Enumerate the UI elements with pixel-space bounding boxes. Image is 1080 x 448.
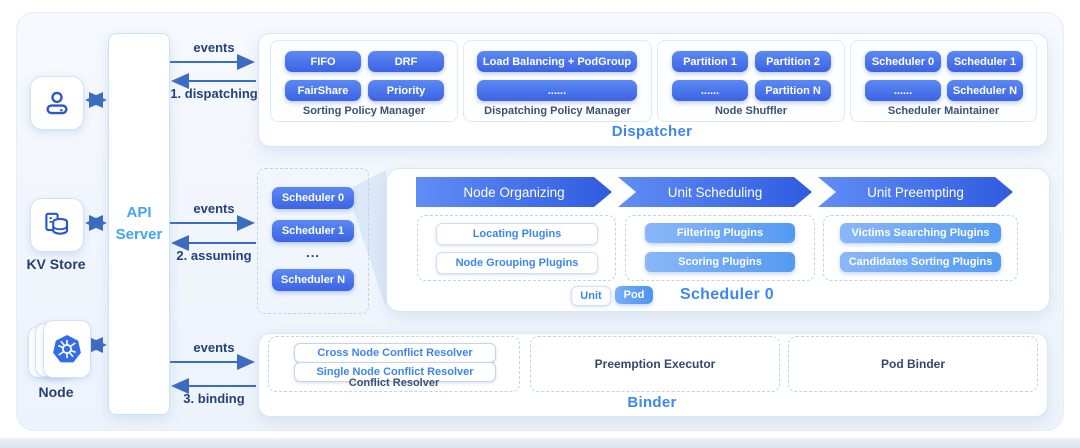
kv-store-actor <box>30 198 84 252</box>
flow-step-1: 1. dispatching <box>170 86 258 101</box>
policy-button: ...... <box>477 80 637 101</box>
scheduler-title: Scheduler 0 <box>679 286 774 303</box>
group-title: Dispatching Policy Manager <box>484 105 631 117</box>
api-server: API Server <box>108 33 170 415</box>
scheduler-list-item: Scheduler 1 <box>272 220 354 242</box>
plugin-pill: Candidates Sorting Plugins <box>840 252 1001 272</box>
partition-button: Partition N <box>755 80 831 101</box>
legend-unit: Unit <box>571 286 611 306</box>
flow-events-2: events <box>193 201 235 216</box>
stage-node-organizing: Node Organizing <box>416 177 612 207</box>
plugin-pill: Victims Searching Plugins <box>840 223 1001 243</box>
scheduler-list-box: Scheduler 0 Scheduler 1 ... Scheduler N <box>257 168 369 314</box>
scheduler-list-ellipsis: ... <box>306 245 320 260</box>
group-title: Scheduler Maintainer <box>887 105 1000 117</box>
pod-binder-box: Pod Binder <box>788 336 1038 392</box>
group-title: Sorting Policy Manager <box>302 105 426 117</box>
binder-title: Binder <box>627 394 677 411</box>
plugin-pill: Locating Plugins <box>436 223 598 245</box>
group-title: Node Shuffler <box>714 105 788 117</box>
conflict-resolver-box: Cross Node Conflict Resolver Single Node… <box>268 336 520 392</box>
flow-events-1: events <box>193 40 235 55</box>
node-label: Node <box>38 384 74 400</box>
node-organizing-plugins-box: Locating Plugins Node Grouping Plugins <box>417 215 616 281</box>
flow-step-2: 2. assuming <box>176 248 252 263</box>
node-stack-card-front <box>43 320 91 378</box>
dispatcher-title: Dispatcher <box>611 123 693 140</box>
stage-unit-preempting: Unit Preempting <box>818 177 1013 207</box>
plugin-pill: Scoring Plugins <box>645 252 795 272</box>
scheduler-button: Scheduler N <box>947 80 1023 101</box>
stage-unit-scheduling: Unit Scheduling <box>618 177 812 207</box>
preemption-executor-box: Preemption Executor <box>530 336 780 392</box>
scheduler-button: Scheduler 0 <box>865 51 941 72</box>
scheduler-button: ...... <box>865 80 941 101</box>
user-actor <box>30 76 84 130</box>
flow-events-3: events <box>193 340 235 355</box>
plugin-pill: Node Grouping Plugins <box>436 252 598 274</box>
conflict-resolver-label: Conflict Resolver <box>348 377 440 389</box>
plugin-pill: Filtering Plugins <box>645 223 795 243</box>
unit-scheduling-plugins-box: Filtering Plugins Scoring Plugins <box>625 215 815 281</box>
user-icon <box>46 91 68 115</box>
dispatching-policy-manager-group: Load Balancing + PodGroup ...... Dispatc… <box>463 40 652 122</box>
unit-preempting-plugins-box: Victims Searching Plugins Candidates Sor… <box>823 215 1018 281</box>
sorting-policy-manager-group: FIFO DRF FairShare Priority Sorting Poli… <box>270 40 458 122</box>
partition-button: Partition 2 <box>755 51 831 72</box>
legend-pod: Pod <box>615 286 653 304</box>
conflict-resolver-button: Single Node Conflict Resolver <box>294 362 496 382</box>
policy-button: DRF <box>368 51 444 72</box>
partition-button: ...... <box>672 80 748 101</box>
policy-button: Load Balancing + PodGroup <box>477 51 637 72</box>
scheduler-button: Scheduler 1 <box>947 51 1023 72</box>
scheduler-list-item: Scheduler N <box>272 269 354 291</box>
kv-store-label: KV Store <box>26 256 86 272</box>
partition-button: Partition 1 <box>672 51 748 72</box>
kubernetes-icon <box>53 335 81 363</box>
policy-button: FIFO <box>285 51 361 72</box>
scheduler-maintainer-group: Scheduler 0 Scheduler 1 ...... Scheduler… <box>850 40 1037 122</box>
bottom-band <box>0 438 1080 448</box>
database-icon <box>45 212 69 235</box>
conflict-resolver-button: Cross Node Conflict Resolver <box>294 343 496 363</box>
policy-button: FairShare <box>285 80 361 101</box>
scheduler-list-item: Scheduler 0 <box>272 187 354 209</box>
policy-button: Priority <box>368 80 444 101</box>
node-shuffler-group: Partition 1 Partition 2 ...... Partition… <box>657 40 845 122</box>
flow-step-3: 3. binding <box>183 391 245 406</box>
